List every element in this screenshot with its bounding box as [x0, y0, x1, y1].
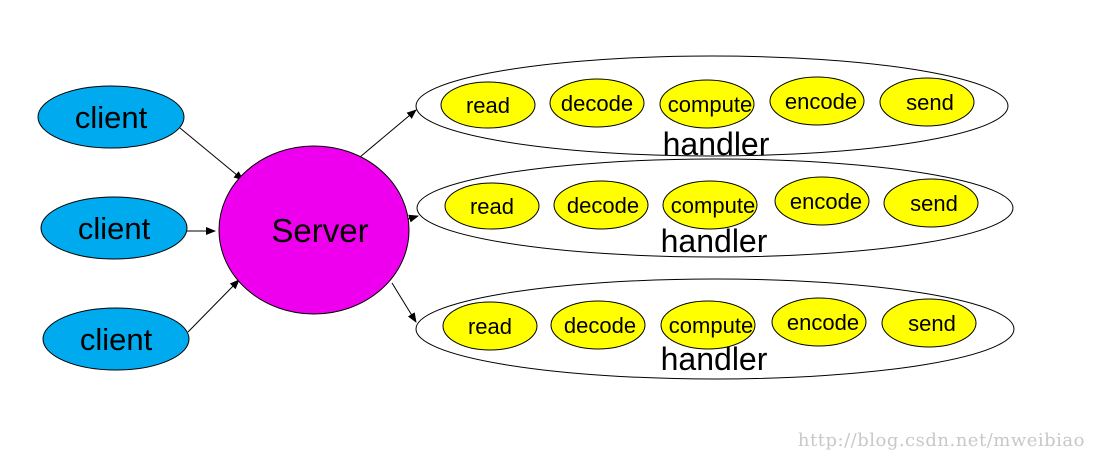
stage-ellipse: [440, 81, 536, 129]
stage-read: read: [442, 301, 538, 351]
arrow-server-to-handler-3: [391, 282, 417, 323]
stage-compute: compute: [660, 300, 756, 350]
stage-encode: encode: [774, 176, 870, 226]
stage-decode: decode: [550, 300, 646, 350]
stage-label: compute: [668, 92, 752, 117]
client-node-2: client: [40, 196, 188, 260]
handler-label: handler: [661, 223, 768, 259]
stage-ellipse: [879, 77, 975, 127]
client-node-3: client: [42, 307, 190, 371]
server-circle: [218, 145, 410, 315]
stage-compute: compute: [659, 79, 755, 129]
arrow-client-1-to-server: [179, 127, 244, 181]
stage-ellipse: [553, 180, 649, 230]
stage-label: decode: [561, 91, 633, 116]
client-ellipse: [42, 307, 190, 371]
stage-compute: compute: [662, 180, 758, 230]
stage-send: send: [883, 178, 979, 228]
client-node-1: client: [37, 85, 185, 149]
handler-group-3: read decode compute encode send handler: [415, 278, 1015, 380]
client-ellipse: [37, 85, 185, 149]
stage-label: send: [906, 90, 954, 115]
handler-label: handler: [661, 341, 768, 377]
arrow-client-3-to-server: [187, 279, 240, 333]
stage-label: encode: [785, 89, 857, 114]
stage-label: compute: [669, 313, 753, 338]
stage-ellipse: [771, 297, 867, 347]
stage-label: decode: [564, 313, 636, 338]
stage-send: send: [879, 77, 975, 127]
arrow-server-to-handler-1: [359, 109, 417, 158]
stage-label: read: [470, 194, 514, 219]
stage-label: read: [468, 314, 512, 339]
stage-decode: decode: [549, 78, 645, 128]
client-label: client: [75, 100, 148, 135]
stage-send: send: [881, 298, 977, 348]
handler-ellipse: [415, 55, 1009, 157]
stage-ellipse: [883, 178, 979, 228]
client-ellipse: [40, 196, 188, 260]
stage-decode: decode: [553, 180, 649, 230]
stage-ellipse: [442, 301, 538, 351]
stage-read: read: [440, 81, 536, 129]
stage-encode: encode: [771, 297, 867, 347]
stage-ellipse: [444, 182, 540, 230]
server-node: Server: [218, 145, 410, 315]
stage-ellipse: [659, 79, 755, 129]
stage-read: read: [444, 182, 540, 230]
stage-label: send: [908, 311, 956, 336]
watermark: http://blog.csdn.net/mweibiao: [797, 430, 1085, 451]
stage-ellipse: [549, 78, 645, 128]
handler-label: handler: [663, 126, 770, 162]
stage-label: encode: [790, 189, 862, 214]
stage-ellipse: [774, 176, 870, 226]
handler-ellipse: [415, 278, 1015, 380]
client-label: client: [80, 322, 153, 357]
stage-ellipse: [769, 76, 865, 126]
handler-group-1: read decode compute encode send handler: [415, 55, 1009, 162]
client-label: client: [78, 211, 151, 246]
stage-label: encode: [787, 310, 859, 335]
stage-label: read: [466, 93, 510, 118]
handler-ellipse: [416, 158, 1014, 258]
stage-ellipse: [881, 298, 977, 348]
stage-label: compute: [671, 193, 755, 218]
stage-encode: encode: [769, 76, 865, 126]
stage-label: decode: [567, 193, 639, 218]
stage-ellipse: [662, 180, 758, 230]
stage-ellipse: [550, 300, 646, 350]
stage-ellipse: [660, 300, 756, 350]
arrow-server-to-handler-2: [407, 214, 419, 223]
server-label: Server: [271, 212, 368, 249]
handler-group-2: read decode compute encode send handler: [416, 158, 1014, 259]
stage-label: send: [910, 191, 958, 216]
